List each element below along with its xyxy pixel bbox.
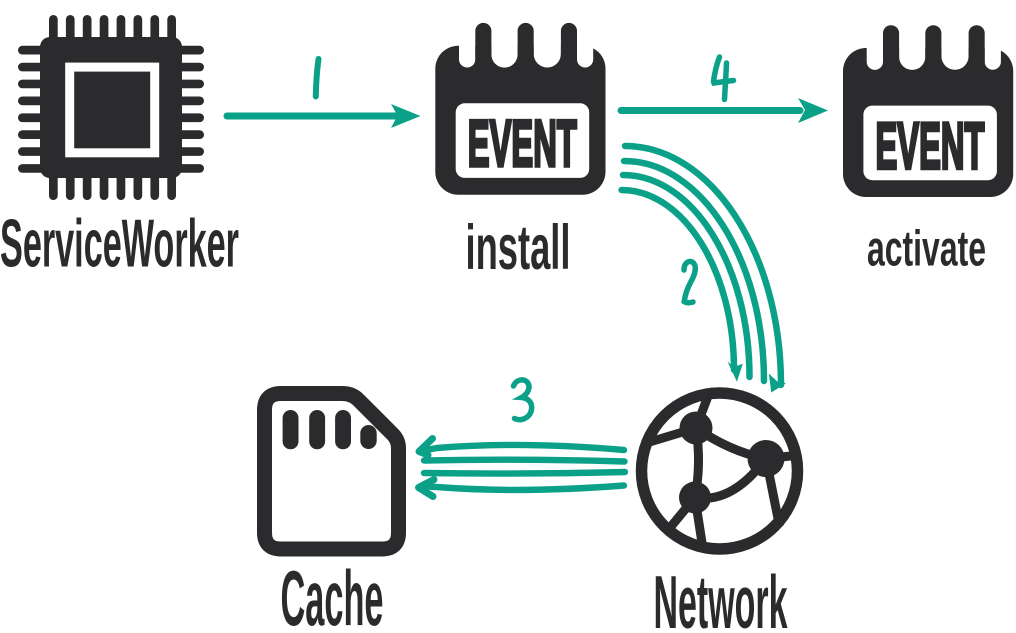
svg-text:activate: activate [867, 221, 986, 277]
svg-text:ServiceWorker: ServiceWorker [0, 206, 239, 282]
svg-text:install: install [466, 213, 571, 283]
svg-text:Cache: Cache [281, 554, 384, 633]
svg-text:Network: Network [654, 560, 788, 633]
